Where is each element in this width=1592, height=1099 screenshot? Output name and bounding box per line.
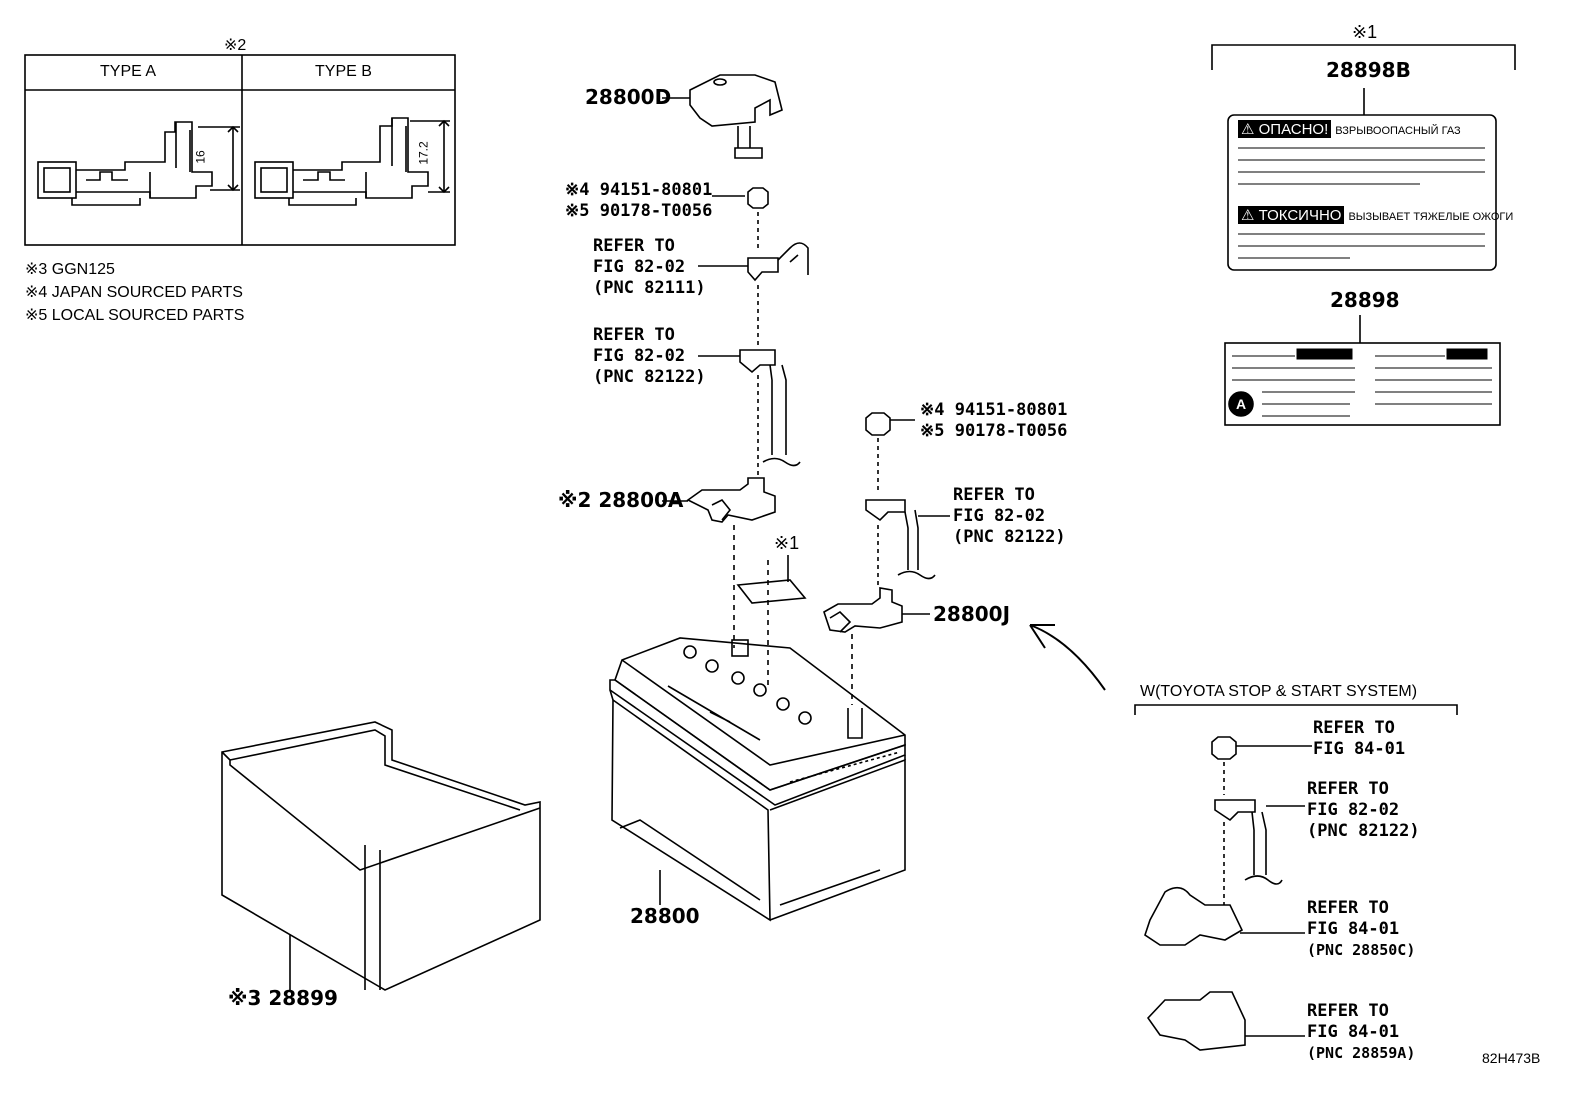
label-sheet-note: ※1 <box>774 533 800 553</box>
ss-refer-sensor: REFER TO FIG 84-01 (PNC 28850C) <box>1307 898 1416 959</box>
footnotes: ※3 GGN125 ※4 JAPAN SOURCED PARTS ※5 LOCA… <box>25 258 244 327</box>
note-4: ※4 JAPAN SOURCED PARTS <box>25 284 243 301</box>
type-b-clamp-drawing <box>254 117 450 206</box>
part-label-28800j: 28800J <box>933 602 1011 626</box>
battery-tray-28899 <box>221 721 541 992</box>
type-b-dimension: 17.2 <box>416 141 431 165</box>
type-a-header: TYPE A <box>100 63 157 80</box>
refer-82111: REFER TO FIG 82-02 (PNC 82111) <box>593 236 706 298</box>
refer-82122-negative: REFER TO FIG 82-02 (PNC 82122) <box>953 485 1066 547</box>
ss-refer-cable: REFER TO FIG 82-02 (PNC 82122) <box>1307 779 1420 841</box>
caution-label-28898 <box>1224 342 1501 426</box>
stop-start-assembly <box>1144 736 1312 1051</box>
type-b-header: TYPE B <box>315 63 372 80</box>
refer-82122-positive: REFER TO FIG 82-02 (PNC 82122) <box>593 325 706 387</box>
caution-label-28898b <box>1227 114 1497 271</box>
label-a-letter: A <box>1236 396 1247 412</box>
part-label-28800a: ※2 28800A <box>558 488 684 512</box>
terminal-type-table <box>24 54 456 246</box>
ss-refer-nut: REFER TO FIG 84-01 <box>1313 718 1406 759</box>
nut-negative <box>865 412 891 436</box>
battery-28800 <box>609 637 906 922</box>
terminal-cover-28800d <box>662 74 783 159</box>
part-label-nut-positive: ※4 94151-80801 ※5 90178-T0056 <box>565 180 713 221</box>
stop-start-title: W(TOYOTA STOP & START SYSTEM) <box>1140 683 1418 700</box>
label-set-note: ※1 <box>1352 22 1378 42</box>
part-label-28898b: 28898B <box>1326 58 1411 82</box>
label-sheet <box>736 579 807 604</box>
note-3: ※3 GGN125 <box>25 261 115 278</box>
label-28898-text-lines <box>1232 348 1492 417</box>
part-label-28800: 28800 <box>630 904 700 928</box>
type-a-dimension: 16 <box>193 150 208 164</box>
nut-positive <box>747 187 769 209</box>
part-label-28800d: 28800D <box>585 85 672 109</box>
direction-arrow-icon <box>1029 624 1106 691</box>
label-set-bracket <box>1211 44 1516 70</box>
part-label-28898: 28898 <box>1330 288 1400 312</box>
note-5: ※5 LOCAL SOURCED PARTS <box>25 307 245 324</box>
negative-terminal-assembly <box>823 412 950 705</box>
ss-refer-cover: REFER TO FIG 84-01 (PNC 28859A) <box>1307 1001 1416 1062</box>
type-a-clamp-drawing <box>37 121 240 206</box>
table-note-ref: ※2 <box>224 37 247 54</box>
label-a-marker-icon <box>1228 391 1254 417</box>
label-28898b-text-lines <box>1238 147 1485 259</box>
figure-code: 82H473B <box>1482 1050 1541 1066</box>
part-label-28899: ※3 28899 <box>228 986 338 1010</box>
stop-start-bracket <box>1134 704 1458 715</box>
part-label-nut-negative: ※4 94151-80801 ※5 90178-T0056 <box>920 400 1068 441</box>
warning-danger: ⚠ ОПАСНО!ВЗРЫВООПАСНЫЙ ГАЗ <box>1238 120 1461 138</box>
